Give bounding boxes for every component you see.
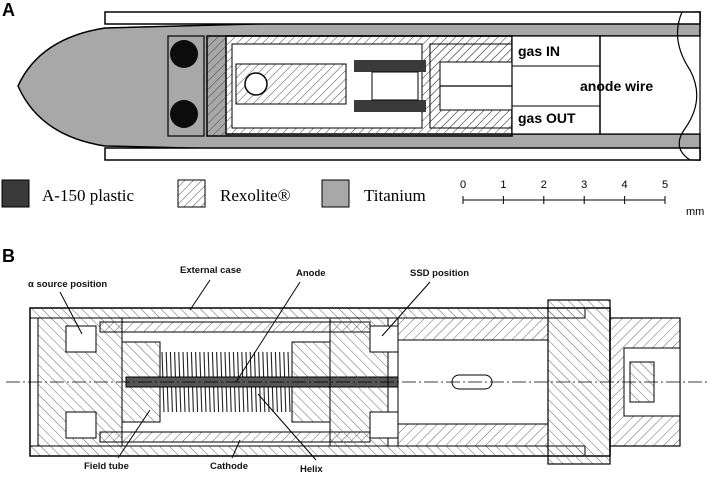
scale-tick-label: 4 [622,179,628,191]
left-cap-slot-bottom [65,411,97,439]
panel-a-detector [17,11,701,161]
label-anode-wire: anode wire [580,78,653,94]
label-field-tube: Field tube [84,461,129,472]
chamber-center [371,71,419,101]
legend-swatch-a150 [1,179,30,208]
leader-helix [257,393,317,461]
scale-unit: mm [686,206,704,218]
label-gas-out: gas OUT [518,110,576,126]
panel-b-detector [6,299,710,465]
label-ssd-position: SSD position [410,268,469,279]
legend: A-150 plastic Rexolite® Titanium [1,179,426,208]
legend-swatch-rexolite [177,179,206,208]
scale-ticks: 0 1 2 3 4 5 [460,179,668,204]
panel-b-letter: B [2,246,15,266]
o-ring-housing [167,35,205,137]
o-ring-top [170,40,198,68]
rear-hatch-bottom [397,423,549,447]
a150-block-top [354,60,426,72]
a150-block-bottom [354,100,426,112]
label-cathode: Cathode [210,461,248,472]
legend-swatch-titanium [321,179,350,208]
leader-alpha [59,291,83,335]
label-helix: Helix [300,464,323,475]
o-ring-bottom [170,100,198,128]
outer-shell-bottom [104,147,701,161]
legend-label-a150: A-150 plastic [42,186,135,205]
leader-field-tube [117,409,151,459]
label-external-case: External case [180,265,241,276]
ssd-slot-bottom [369,411,399,439]
scale-bar: 0 1 2 3 4 5 mm [460,179,704,218]
leader-cathode [231,439,241,459]
case-wall-top [29,307,586,319]
label-alpha-source: α source position [28,279,107,290]
outer-shell-top [104,11,701,25]
helix-end [244,72,268,96]
label-anode: Anode [296,268,326,279]
alpha-source-slot [65,325,97,353]
scale-tick-label: 2 [541,179,547,191]
break-line [676,11,698,161]
panel-a-letter: A [2,0,15,20]
ssd-slot-top [369,325,399,353]
scale-tick-label: 5 [662,179,668,191]
callout-lines [59,279,431,461]
scale-tick-label: 1 [500,179,506,191]
leader-ssd [381,281,431,337]
scale-tick-label: 0 [460,179,466,191]
label-gas-in: gas IN [518,43,560,59]
leader-external [189,279,211,311]
scale-tick-label: 3 [581,179,587,191]
rear-port [511,35,701,135]
leader-anode [235,281,301,383]
legend-label-titanium: Titanium [364,186,426,205]
legend-label-rexolite: Rexolite® [220,186,291,205]
rear-hatch-top [397,317,549,341]
